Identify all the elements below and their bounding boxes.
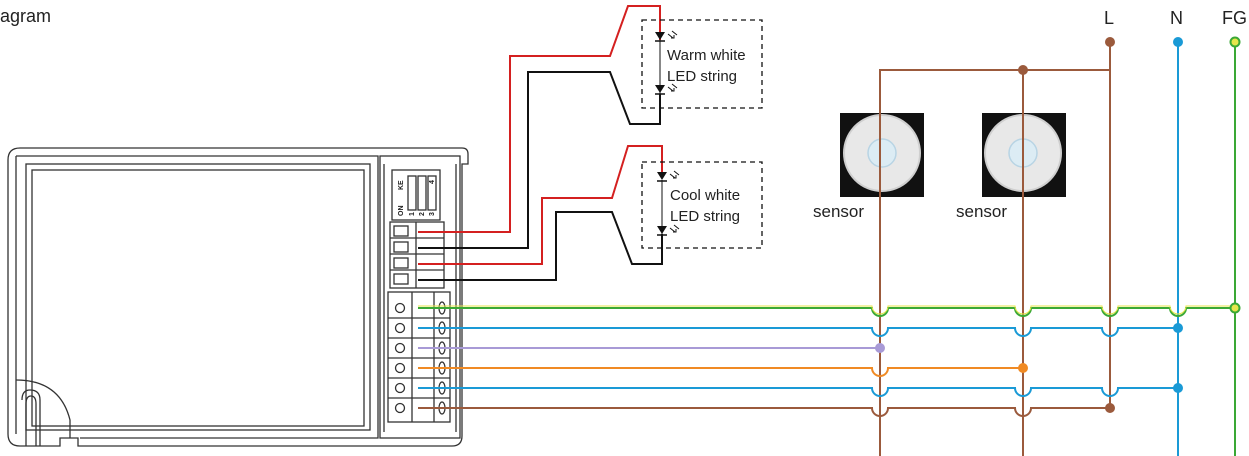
driver-label-panel-outer — [25, 163, 371, 431]
led-diode-icon — [655, 32, 665, 40]
driver-housing-inner — [16, 155, 379, 439]
sensor-2-junction-dot — [1018, 363, 1028, 373]
warm-minus-wire — [418, 71, 661, 249]
sensor-2-output-wire — [418, 367, 1023, 377]
neutral-bus-label: N — [1170, 8, 1183, 28]
dip-position-4: 4 — [429, 180, 436, 184]
live-split-dot — [1018, 65, 1028, 75]
earth-wire — [418, 307, 1235, 317]
terminal-screw — [394, 402, 406, 414]
led-driver — [7, 147, 469, 447]
sensor-1-lens — [867, 138, 897, 168]
terminal-screw — [394, 382, 406, 394]
diagram-title: agram — [0, 6, 51, 26]
earth-bus-label: FG — [1222, 8, 1247, 28]
cool-plus-wire — [418, 145, 663, 265]
sensor-2: sensor — [956, 113, 1066, 221]
earth-terminal-dot — [1229, 36, 1241, 48]
earth-junction-dot — [1229, 302, 1241, 314]
warm-led-label-2: LED string — [667, 68, 737, 85]
cool-led-string-box — [641, 161, 763, 249]
cool-led-string: Cool white LED string — [641, 161, 763, 249]
led-diode-icon — [655, 85, 665, 93]
sensor-1: sensor — [813, 113, 924, 221]
cool-minus-wire — [418, 211, 663, 281]
sensor-1-junction-dot — [875, 343, 885, 353]
neutral-wire-2 — [418, 387, 1178, 397]
earth-wire-stripe — [418, 305, 1235, 315]
dip-position-2: 2 — [419, 212, 426, 216]
live-wire — [418, 407, 1110, 417]
terminal-screw — [394, 342, 406, 354]
dip-on-label: ON — [398, 206, 405, 217]
neutral-junction-dot — [1173, 383, 1183, 393]
terminal-screw — [394, 302, 406, 314]
neutral-terminal-dot — [1173, 37, 1183, 47]
terminal-block-housing — [379, 155, 461, 439]
warm-led-string-box — [641, 19, 763, 109]
live-distribution — [879, 69, 1110, 120]
live-junction-dot — [1105, 403, 1115, 413]
live-bus-label: L — [1104, 8, 1114, 28]
output-terminal-block — [389, 221, 445, 289]
neutral-junction-dot — [1173, 323, 1183, 333]
warm-led-string: Warm white LED string — [641, 19, 763, 109]
driver-housing-outline — [7, 147, 469, 447]
sensor-2-label: sensor — [956, 202, 1007, 221]
neutral-wire-1 — [418, 327, 1178, 337]
led-diode-icon — [657, 172, 667, 180]
dip-switch — [391, 169, 441, 221]
live-terminal-dot — [1105, 37, 1115, 47]
warm-led-label-1: Warm white — [667, 47, 746, 64]
junction-dots — [875, 36, 1241, 413]
dip-ke-label: KE — [398, 180, 405, 190]
led-output-wires — [418, 5, 663, 281]
cool-led-label-2: LED string — [670, 208, 740, 225]
sensor-1-label: sensor — [813, 202, 864, 221]
driver-label-panel — [31, 169, 365, 427]
mounting-slot — [21, 389, 41, 446]
warm-plus-wire — [418, 5, 661, 233]
input-terminal-block — [387, 291, 451, 423]
dip-position-3: 3 — [429, 212, 436, 216]
terminal-screw — [394, 322, 406, 334]
mains-wiring — [418, 42, 1236, 456]
led-diode-icon — [657, 226, 667, 234]
terminal-screw — [394, 362, 406, 374]
cool-led-label-1: Cool white — [670, 187, 740, 204]
dip-position-1: 1 — [409, 212, 416, 216]
